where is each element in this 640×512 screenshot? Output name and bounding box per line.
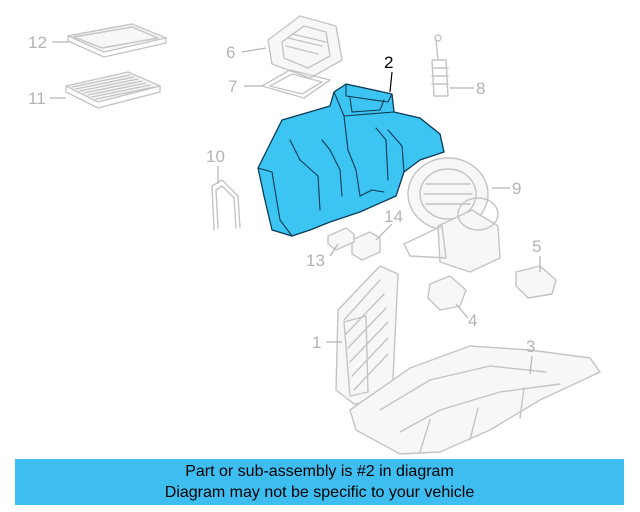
info-banner: Part or sub-assembly is #2 in diagram Di…	[15, 459, 624, 505]
callout-6: 6	[226, 43, 235, 62]
part-10-clip	[211, 179, 241, 231]
callout-14: 14	[384, 207, 403, 226]
banner-line-1: Part or sub-assembly is #2 in diagram	[185, 463, 454, 480]
part-12-filter-cover	[67, 23, 167, 58]
part-14-connector	[351, 231, 381, 261]
callout-9: 9	[512, 179, 521, 198]
part-3-lower-case	[349, 345, 601, 455]
part-9-blower-motor	[403, 157, 501, 273]
part-8-resistor	[431, 34, 449, 97]
callout-13: 13	[306, 251, 325, 270]
callout-4: 4	[468, 311, 477, 330]
banner-line-2: Diagram may not be specific to your vehi…	[164, 484, 475, 501]
part-2-upper-case-highlighted[interactable]	[257, 83, 445, 237]
part-7-gasket	[261, 69, 331, 99]
callout-1: 1	[312, 333, 321, 352]
part-11-cabin-filter	[65, 71, 161, 109]
callout-10: 10	[206, 147, 225, 166]
callout-7: 7	[228, 77, 237, 96]
part-6-inlet-housing	[267, 15, 343, 79]
part-4-sensor	[427, 275, 467, 311]
callout-12: 12	[28, 33, 47, 52]
callout-11: 11	[28, 89, 46, 108]
callout-5: 5	[532, 237, 541, 256]
callout-8: 8	[476, 79, 485, 98]
callout-3: 3	[526, 337, 535, 356]
part-13-clip	[327, 227, 355, 251]
part-5-actuator	[515, 265, 557, 299]
callout-2[interactable]: 2	[384, 53, 393, 72]
